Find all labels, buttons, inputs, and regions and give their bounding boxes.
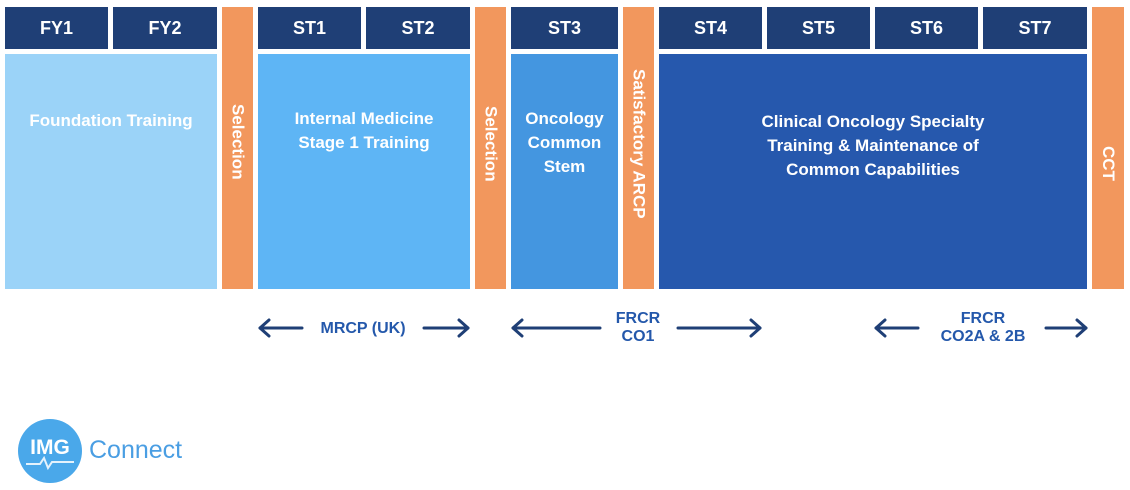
foundation-training-block: Foundation Training [5, 54, 217, 289]
year-header-st3: ST3 [511, 7, 618, 49]
logo-badge-text: IMG [30, 436, 70, 459]
arcp-label: Satisfactory ARCP [629, 69, 649, 219]
logo-word: Connect [89, 436, 183, 464]
year-header-st7: ST7 [983, 7, 1087, 49]
year-header-fy1: FY1 [5, 7, 108, 49]
year-header-st1: ST1 [258, 7, 361, 49]
frcr1-line2: CO1 [621, 328, 655, 345]
frcr2-line1: FRCR [960, 310, 1006, 327]
frcr1-line1: FRCR [615, 310, 661, 327]
internal-medicine-block: Internal Medicine Stage 1 Training [258, 54, 470, 289]
mrcp-label: MRCP (UK) [320, 320, 406, 337]
logo-mark [18, 419, 82, 483]
cct-label: CCT [1099, 146, 1118, 181]
ocs-label-line2: Common [527, 133, 602, 152]
selection-bar-1: Selection [222, 7, 253, 289]
arcp-bar: Satisfactory ARCP [623, 7, 654, 289]
frcr2-left-arrow [874, 318, 920, 338]
clinical-oncology-block: Clinical Oncology Specialty Training & M… [659, 54, 1087, 289]
co-label-line1: Clinical Oncology Specialty [761, 112, 985, 131]
im1-label-line2: Stage 1 Training [298, 133, 430, 152]
frcr1-left-arrow [511, 318, 602, 338]
ocs-label-line1: Oncology [525, 109, 604, 128]
frcr1-right-arrow [676, 318, 762, 338]
year-header-st5: ST5 [767, 7, 870, 49]
co-label-line2: Training & Maintenance of [767, 136, 979, 155]
year-header-st6: ST6 [875, 7, 978, 49]
selection-bar-2: Selection [475, 7, 506, 289]
cct-bar: CCT [1092, 7, 1124, 289]
mrcp-right-arrow [422, 318, 470, 338]
img-connect-logo: IMG Connect [16, 418, 191, 484]
im1-label-line1: Internal Medicine [294, 109, 434, 128]
oncology-common-stem-block: Oncology Common Stem [511, 54, 618, 289]
selection-label-1: Selection [228, 104, 248, 180]
mrcp-left-arrow [258, 318, 304, 338]
year-header-st2: ST2 [366, 7, 470, 49]
year-header-st4: ST4 [659, 7, 762, 49]
frcr2-line2: CO2A & 2B [940, 328, 1026, 345]
co-label-line3: Common Capabilities [786, 160, 960, 179]
foundation-training-label: Foundation Training [29, 111, 193, 130]
selection-label-2: Selection [481, 106, 501, 182]
frcr-co2-label: FRCR CO2A & 2B [922, 310, 1044, 346]
frcr-co1-label: FRCR CO1 [600, 310, 676, 346]
ocs-label-line3: Stem [543, 157, 586, 176]
frcr2-right-arrow [1044, 318, 1088, 338]
year-header-fy2: FY2 [113, 7, 217, 49]
